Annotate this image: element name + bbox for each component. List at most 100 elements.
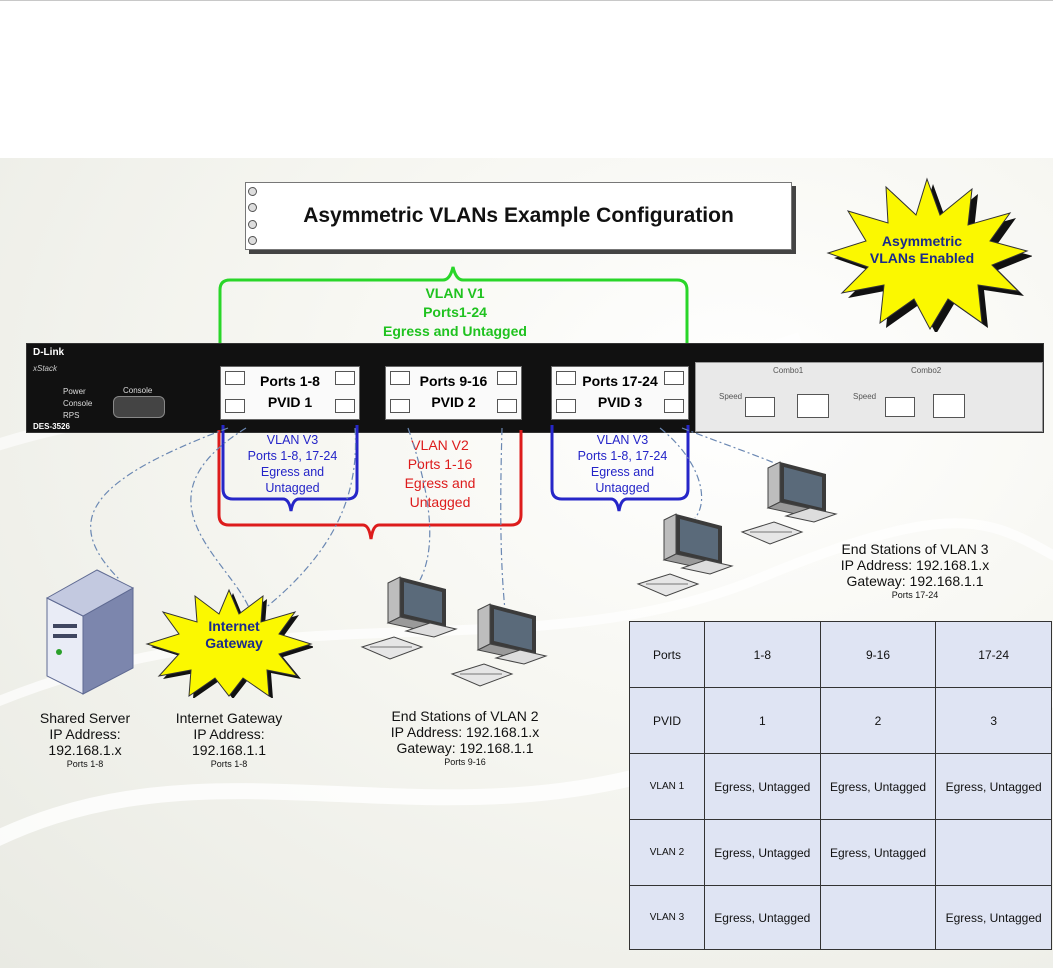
table-header-row: Ports 1-8 9-16 17-24 [629,621,1052,688]
server-ip-label: IP Address: [49,726,121,742]
page-top-rule [0,0,1053,1]
combo1-label: Combo1 [773,366,804,375]
vlan2-stations-name: End Stations of VLAN 2 [391,708,539,724]
port-group-2-pvid: PVID 2 [431,394,476,410]
console-label: Console [123,386,153,395]
port-jack-icon [497,371,517,385]
table-cell: VLAN 1 [629,753,705,820]
port-group-9-16: Ports 9-16 PVID 2 [385,366,522,420]
port-jack-icon [335,399,355,413]
server-ports: Ports 1-8 [66,759,104,769]
computer-icon [740,460,850,560]
server-caption: Shared Server IP Address: 192.168.1.x Po… [20,710,150,770]
vlan2-stations-gateway: Gateway: 192.168.1.1 [396,740,534,756]
vlan3-stations-name: End Stations of VLAN 3 [841,541,989,557]
combo-rj45-port-1 [797,394,829,418]
table-header-cell: Ports [629,621,705,688]
internet-gateway-badge-text: Internet Gateway [205,618,263,651]
vlan-v1-mode: Egress and Untagged [383,323,527,339]
title-box: Asymmetric VLANs Example Configuration [245,182,792,250]
vlan3-stations-gateway: Gateway: 192.168.1.1 [846,573,984,589]
computer-icon [636,512,746,612]
table-row: VLAN 2 Egress, Untagged Egress, Untagged [629,819,1052,886]
server-icon [45,569,135,695]
table-cell [935,819,1052,886]
starburst-text: Asymmetric VLANs Enabled [869,233,975,266]
vlan-v1-bracket [218,266,689,357]
vlan2-stations-ip: IP Address: 192.168.1.x [390,724,540,740]
port-group-17-24: Ports 17-24 PVID 3 [551,366,689,420]
internet-gateway-starburst [145,588,313,698]
port-group-1-8: Ports 1-8 PVID 1 [220,366,360,420]
vlan-v3-left-label: VLAN V3 Ports 1-8, 17-24 Egress and Unta… [230,432,355,496]
port-jack-icon [390,371,410,385]
port-jack-icon [225,371,245,385]
table-cell: 2 [819,687,937,754]
switch-model: DES-3526 [33,422,70,431]
led-rps-label: RPS [63,411,80,420]
switch-brand: D-Link [33,347,65,358]
gateway-ip-label: IP Address: [193,726,265,742]
table-cell [819,885,937,950]
port-jack-icon [556,399,576,413]
combo-rj45-port-2 [933,394,965,418]
vlan-v1-ports: Ports1-24 [423,304,487,320]
vlan-v2-mode2: Untagged [409,494,471,510]
led-console-label: Console [63,399,93,408]
computer-icon [450,602,560,702]
led-power-label: Power [63,387,86,396]
server-name: Shared Server [39,710,131,726]
table-cell: Egress, Untagged [819,819,937,886]
table-header-cell: 17-24 [935,621,1052,688]
gateway-ports: Ports 1-8 [210,759,248,769]
vlan-v1-label: VLAN V1 Ports1-24 Egress and Untagged [330,284,580,341]
vlan-v2-v3-brackets [217,425,690,540]
gateway-ip: 192.168.1.1 [192,742,266,758]
table-header-cell: 9-16 [819,621,937,688]
table-cell: VLAN 3 [629,885,705,950]
speed-label-2: Speed [853,392,877,401]
vlan-v2-mode: Egress and [404,475,476,491]
table-cell: Egress, Untagged [935,885,1052,950]
vlan-v3-left-name: VLAN V3 [266,433,319,447]
port-jack-icon [497,399,517,413]
gateway-name: Internet Gateway [175,710,283,726]
port-group-3-pvid: PVID 3 [597,394,643,410]
vlan-v3-right-mode2: Untagged [595,481,650,495]
vlan2-stations-ports: Ports 9-16 [444,757,486,767]
table-cell: Egress, Untagged [704,885,821,950]
port-jack-icon [664,399,684,413]
sfp-port-2 [885,397,915,417]
table-cell: 1 [704,687,821,754]
vlan-v3-right-mode: Egress and [590,465,655,479]
table-cell: 3 [935,687,1052,754]
vlan3-stations-caption: End Stations of VLAN 3 IP Address: 192.1… [820,541,1010,601]
combo2-label: Combo2 [911,366,942,375]
port-jack-icon [556,371,576,385]
table-cell: Egress, Untagged [819,753,937,820]
table-row: VLAN 1 Egress, Untagged Egress, Untagged… [629,753,1052,820]
table-header-cell: 1-8 [704,621,821,688]
table-cell: VLAN 2 [629,819,705,886]
speed-label-1: Speed [719,392,743,401]
console-port [113,396,165,418]
table-cell: Egress, Untagged [935,753,1052,820]
table-cell: Egress, Untagged [704,819,821,886]
vlan-v3-left-mode2: Untagged [265,481,320,495]
table-row: PVID 1 2 3 [629,687,1052,754]
vlan3-stations-ip: IP Address: 192.168.1.x [840,557,990,573]
port-jack-icon [664,371,684,385]
vlan-v3-left-mode: Egress and [260,465,325,479]
port-jack-icon [390,399,410,413]
vlan3-stations-ports: Ports 17-24 [891,590,939,600]
binder-rings [248,187,258,245]
port-group-2-label: Ports 9-16 [419,373,488,389]
port-group-1-label: Ports 1-8 [260,373,320,389]
gateway-caption: Internet Gateway IP Address: 192.168.1.1… [162,710,296,770]
vlan-v3-right-name: VLAN V3 [596,433,649,447]
diagram-title: Asymmetric VLANs Example Configuration [303,204,734,227]
port-jack-icon [335,371,355,385]
starburst-badge [826,177,1032,332]
port-group-3-label: Ports 17-24 [582,373,658,389]
port-jack-icon [225,399,245,413]
